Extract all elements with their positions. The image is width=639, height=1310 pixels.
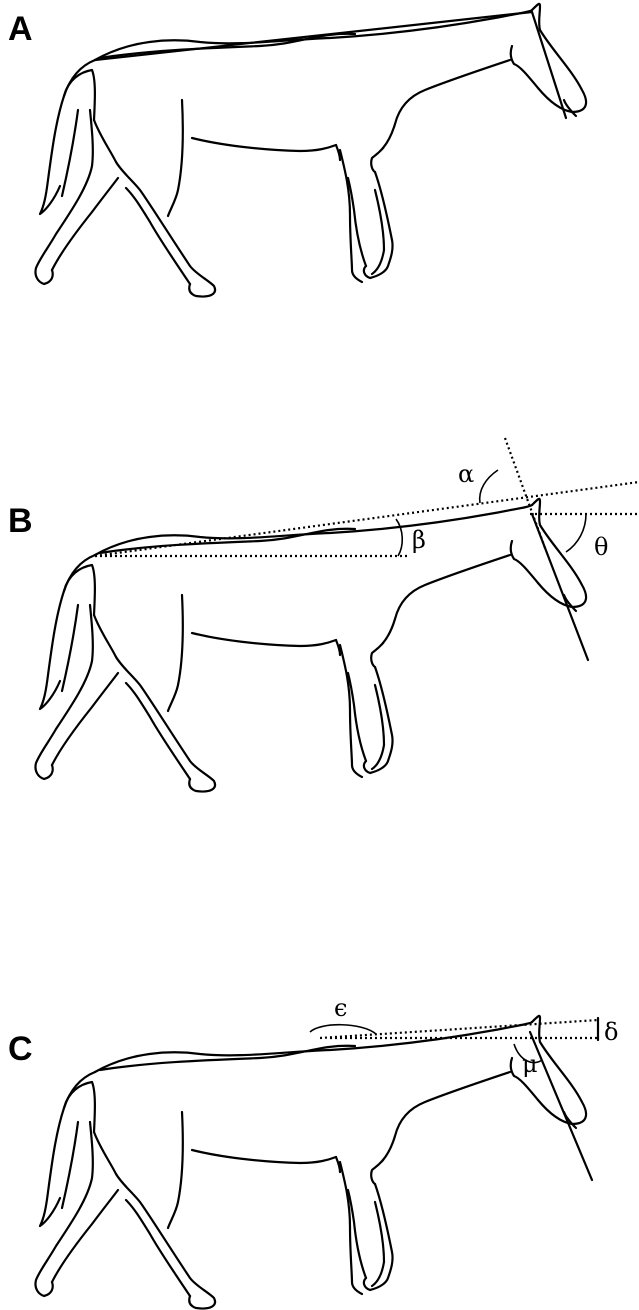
horse-outline-b bbox=[35, 499, 586, 792]
panel-label-a: A bbox=[8, 10, 33, 48]
panel-a: A bbox=[8, 4, 586, 297]
epsilon-label: ϵ bbox=[334, 994, 347, 1022]
mu-label: μ bbox=[522, 1050, 538, 1078]
panel-label-b: B bbox=[8, 502, 33, 540]
theta-label: θ bbox=[594, 533, 608, 561]
alpha-arc bbox=[480, 470, 498, 503]
horse-outline-c bbox=[35, 1016, 586, 1309]
delta-label: δ bbox=[604, 1018, 618, 1046]
panel-label-c: C bbox=[8, 1030, 33, 1068]
back-line-a bbox=[95, 12, 532, 60]
panel-c: C ϵ δ μ bbox=[8, 994, 618, 1309]
epsilon-arc bbox=[310, 1025, 376, 1034]
head-axis-c bbox=[530, 1032, 592, 1180]
alpha-label: α bbox=[458, 460, 474, 488]
horse-outline-a bbox=[35, 4, 586, 297]
theta-arc bbox=[566, 514, 586, 552]
panel-b: B α β θ bbox=[8, 438, 639, 792]
head-line-a bbox=[532, 12, 566, 118]
beta-arc bbox=[396, 519, 402, 556]
beta-label: β bbox=[412, 526, 426, 554]
